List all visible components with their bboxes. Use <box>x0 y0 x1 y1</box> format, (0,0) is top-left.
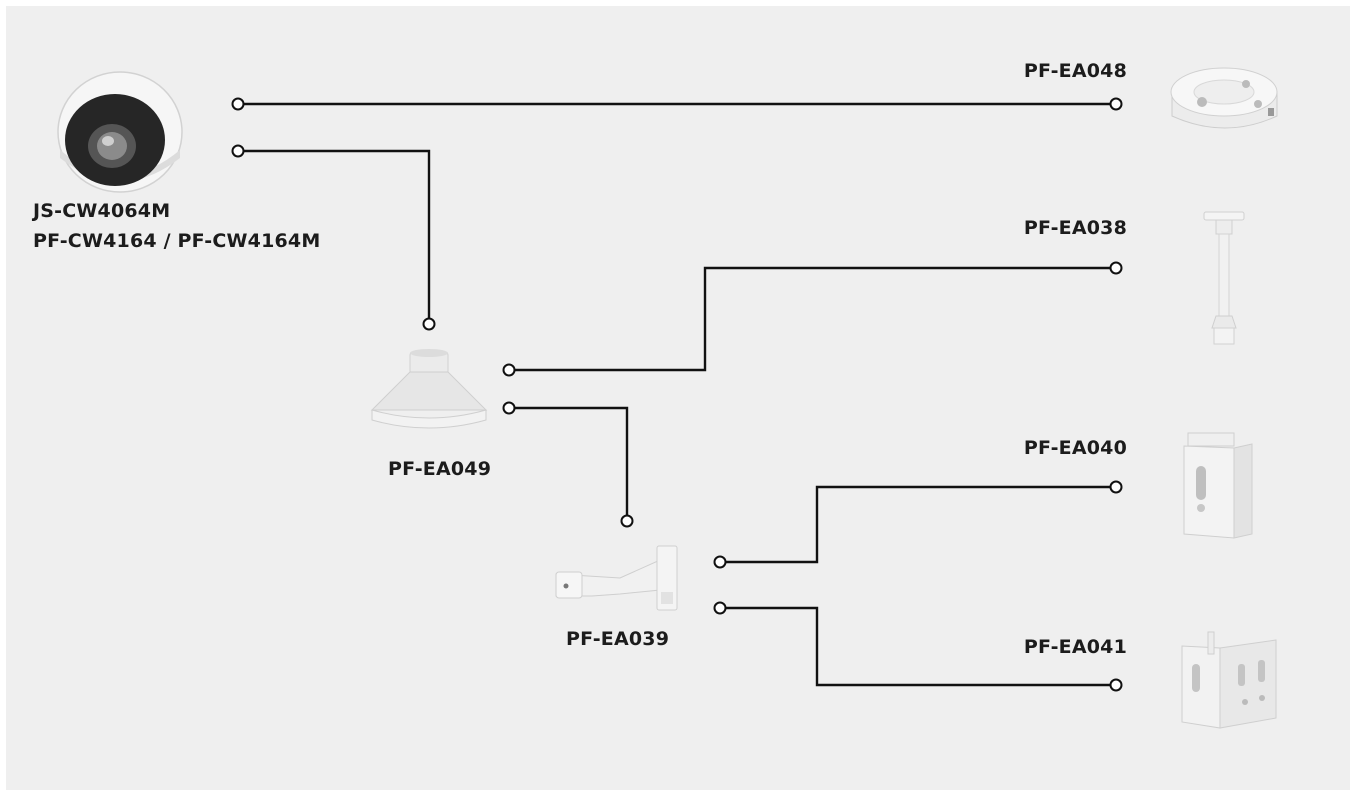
ea041-corner-mount-image <box>1181 631 1277 729</box>
connector-node <box>502 363 516 377</box>
ea040-pole-mount-image <box>1183 432 1253 539</box>
connector-node <box>422 317 436 331</box>
connector-node <box>231 97 245 111</box>
line-ea039-to-ea041 <box>726 606 1110 687</box>
line-ea049-to-ea038 <box>515 266 1110 372</box>
ea048-label: PF-EA048 <box>1023 60 1127 82</box>
ea049-label: PF-EA049 <box>388 458 492 480</box>
connector-node <box>231 144 245 158</box>
ea048-junction-box-image <box>1170 67 1278 129</box>
connector-node <box>1109 97 1123 111</box>
line-camera-to-ea049 <box>244 149 431 318</box>
ea039-wall-bracket-image <box>555 545 678 611</box>
ea039-label: PF-EA039 <box>566 628 670 650</box>
connector-node <box>713 555 727 569</box>
ea049-cap-adapter-image <box>370 349 488 429</box>
ea038-label: PF-EA038 <box>1023 217 1127 239</box>
fisheye-camera-image <box>57 71 183 193</box>
ea038-pendant-pole-image <box>1203 211 1245 345</box>
connector-node <box>1109 678 1123 692</box>
connector-node <box>620 514 634 528</box>
ea040-label: PF-EA040 <box>1023 437 1127 459</box>
line-ea049-to-ea039 <box>515 406 629 515</box>
diagram-panel <box>6 6 1350 790</box>
connector-node <box>1109 261 1123 275</box>
ea041-label: PF-EA041 <box>1023 636 1127 658</box>
connector-node <box>502 401 516 415</box>
camera-model-label-2: PF-CW4164 / PF-CW4164M <box>33 230 321 252</box>
line-ea039-to-ea040 <box>726 485 1110 564</box>
camera-model-label-1: JS-CW4064M <box>33 200 171 222</box>
connector-node <box>1109 480 1123 494</box>
connector-node <box>713 601 727 615</box>
